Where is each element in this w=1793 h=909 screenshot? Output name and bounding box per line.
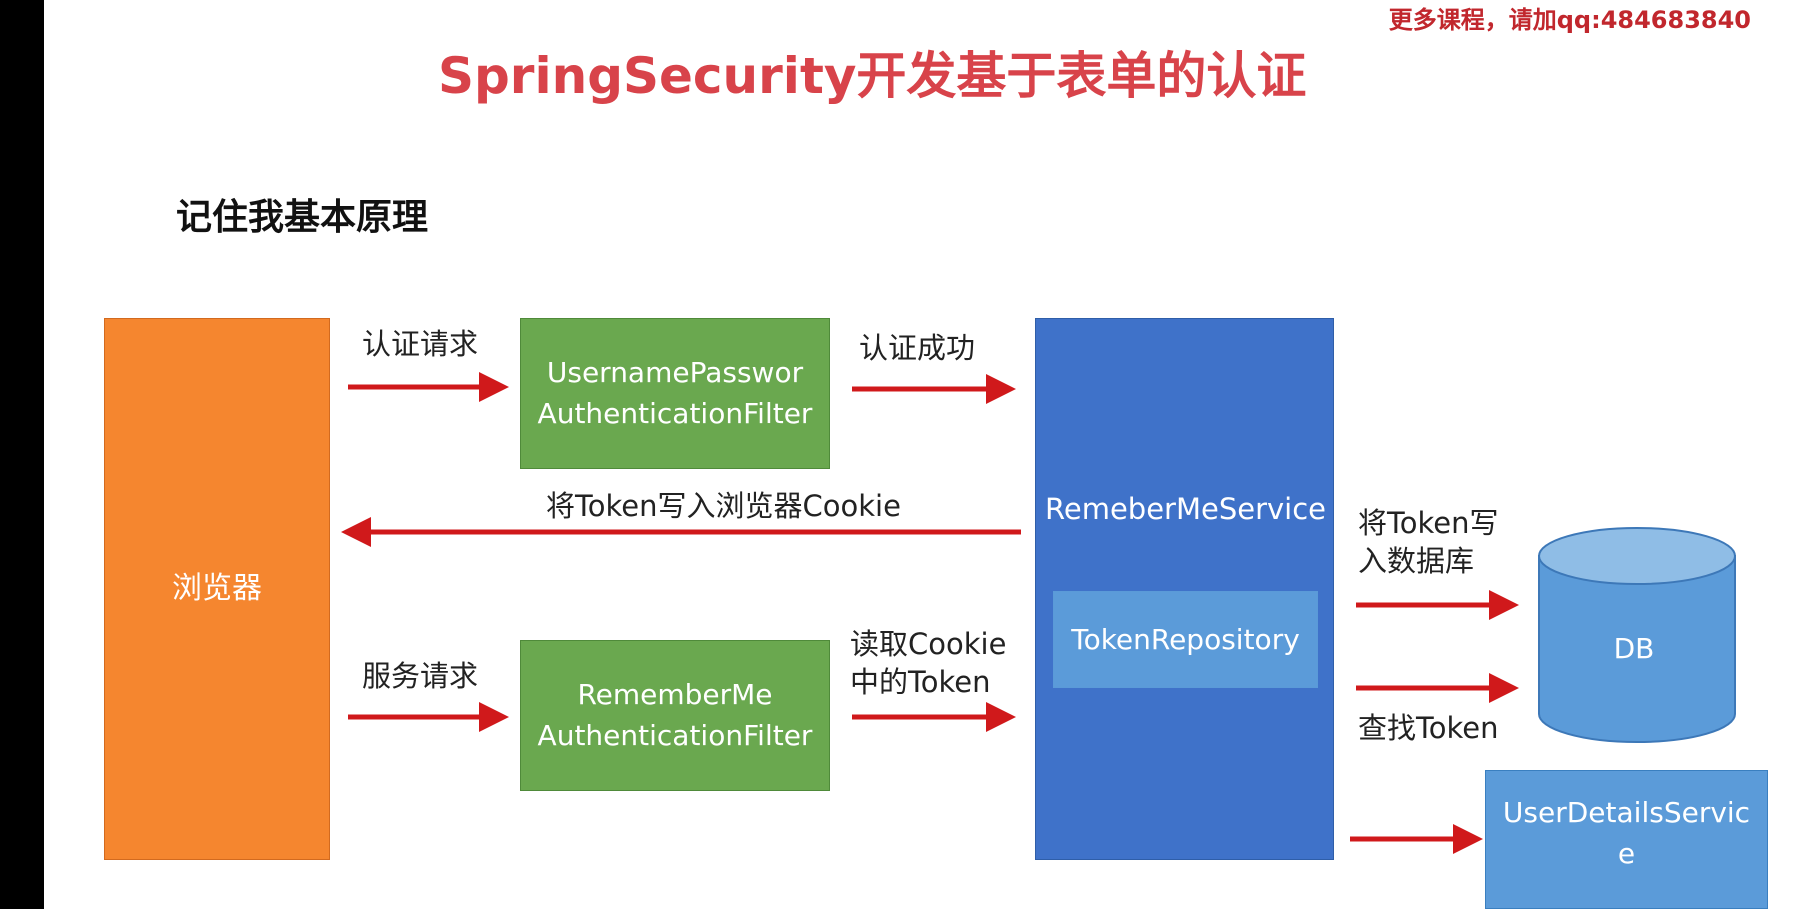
db-cylinder xyxy=(1538,527,1736,743)
username-password-filter-node: UsernamePasswor AuthenticationFilter xyxy=(520,318,830,469)
watermark-text: 更多课程，请加qq:484683840 xyxy=(1388,6,1751,34)
slide-title: SpringSecurity开发基于表单的认证 xyxy=(438,47,1307,105)
browser-label: 浏览器 xyxy=(172,571,262,606)
slide: 更多课程，请加qq:484683840 SpringSecurity开发基于表单… xyxy=(44,0,1793,909)
remember-me-filter-label: RememberMe AuthenticationFilter xyxy=(537,677,813,752)
token-repository-node: TokenRepository xyxy=(1053,591,1318,688)
diagram-arrows xyxy=(340,372,1736,854)
edge-label-service-request: 服务请求 xyxy=(362,659,479,693)
user-details-service-label: UserDetailsServic e xyxy=(1502,796,1751,870)
edge-label-read-cookie: 读取Cookie 中的Token xyxy=(850,627,1007,699)
remember-me-service-node: RemeberMeService TokenRepository xyxy=(1035,318,1334,860)
edge-label-write-cookie: 将Token写入浏览器Cookie xyxy=(546,489,901,523)
slide-subtitle: 记住我基本原理 xyxy=(176,197,429,238)
user-details-service-node: UserDetailsServic e xyxy=(1485,770,1768,909)
edge-label-auth-success: 认证成功 xyxy=(859,331,976,365)
token-repository-label: TokenRepository xyxy=(1071,622,1300,656)
db-label: DB xyxy=(1613,632,1655,665)
remember-me-service-label: RemeberMeService xyxy=(1045,492,1326,526)
edge-label-auth-request: 认证请求 xyxy=(362,327,479,361)
browser-node: 浏览器 xyxy=(104,318,330,860)
edge-label-write-db: 将Token写 入数据库 xyxy=(1358,506,1499,578)
remember-me-filter-node: RememberMe AuthenticationFilter xyxy=(520,640,830,791)
edge-label-find-token: 查找Token xyxy=(1358,711,1499,745)
username-password-filter-label: UsernamePasswor AuthenticationFilter xyxy=(537,355,813,430)
